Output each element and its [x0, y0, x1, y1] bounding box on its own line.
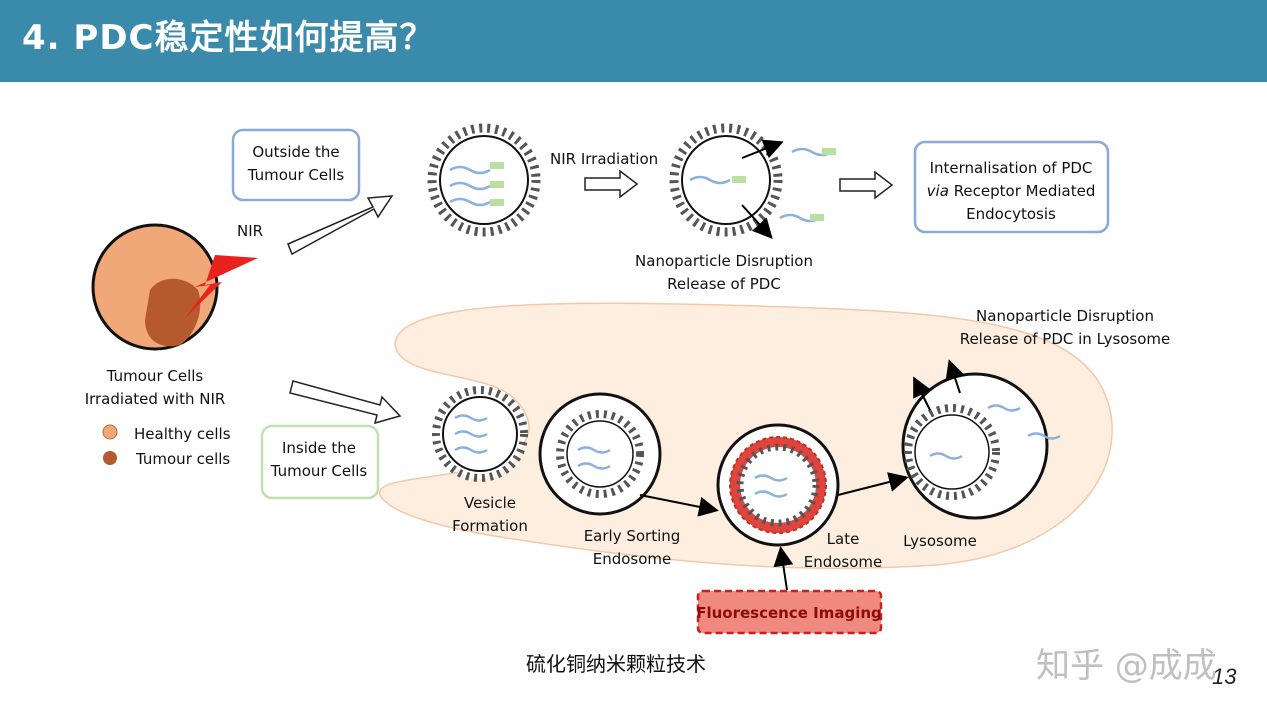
tumour-cells-illustration: [91, 223, 219, 351]
vesicle-label-1: Vesicle: [464, 494, 516, 512]
vesicle-label-2: Formation: [452, 517, 528, 535]
internalisation-2-text: Receptor Mediated: [954, 182, 1096, 200]
slide-title: 4. PDC稳定性如何提高？: [22, 18, 435, 58]
arrow-to-outside: [287, 195, 394, 256]
legend-healthy: Healthy cells: [134, 425, 231, 443]
fluorescence-box: [696, 589, 883, 635]
disruption-lyso-1: Nanoparticle Disruption: [976, 307, 1154, 325]
caption: 硫化铜纳米颗粒技术: [526, 652, 706, 676]
internalisation-1: Internalisation of PDC: [930, 159, 1093, 177]
tumour-label-2: Irradiated with NIR: [85, 390, 226, 408]
arrow-nir-irradiation: [584, 169, 639, 199]
arrow-early-to-late: [639, 494, 719, 517]
nir-label: NIR: [237, 222, 263, 240]
arrow-fluorescence: [773, 546, 794, 591]
outside-label-1: Outside the: [252, 143, 339, 161]
late-endosome-1: Late: [827, 530, 860, 548]
via-text: via: [927, 182, 949, 200]
title-bar: [0, 0, 1267, 82]
disruption-lyso-2: Release of PDC in Lysosome: [960, 330, 1171, 348]
late-endosome: [716, 423, 840, 547]
legend-tumour: Tumour cells: [135, 450, 230, 468]
inside-label-2: Tumour Cells: [270, 462, 368, 480]
disruption-top-2: Release of PDC: [667, 275, 781, 293]
early-endosome-2: Endosome: [593, 550, 672, 568]
page-number: 13: [1212, 664, 1237, 689]
tumour-label-1: Tumour Cells: [106, 367, 204, 385]
nanoparticle-disrupted: [669, 123, 836, 239]
arrow-internalisation: [839, 170, 894, 200]
disruption-top-1: Nanoparticle Disruption: [635, 252, 813, 270]
lysosome-label: Lysosome: [903, 532, 977, 550]
watermark: 知乎 @成成: [1036, 646, 1217, 686]
nir-irradiation-label: NIR Irradiation: [550, 150, 658, 168]
arrow-to-inside: [289, 380, 402, 425]
nanoparticle-intact: [427, 123, 541, 237]
arrow-release-2: [945, 359, 965, 394]
internalisation-3: Endocytosis: [966, 205, 1056, 223]
vesicle: [432, 386, 528, 482]
lightning-icon: [185, 255, 258, 318]
early-endosome-1: Early Sorting: [584, 527, 681, 545]
fluorescence-label: Fluorescence Imaging: [696, 604, 882, 622]
inside-label-1: Inside the: [282, 439, 356, 457]
legend-dot-tumour: [103, 451, 117, 465]
early-sorting-endosome: [538, 392, 662, 516]
inside-box: [260, 424, 380, 500]
lysosome: [901, 372, 1061, 520]
outside-box: [231, 128, 361, 202]
internalisation-2: via Receptor Mediated: [927, 182, 1096, 200]
legend-dot-healthy: [102, 424, 118, 440]
arrow-release-1: [913, 376, 932, 411]
late-endosome-2: Endosome: [804, 553, 883, 571]
arrow-late-to-lysosome: [837, 472, 909, 496]
outside-label-2: Tumour Cells: [247, 166, 345, 184]
internalisation-box: [913, 140, 1110, 234]
